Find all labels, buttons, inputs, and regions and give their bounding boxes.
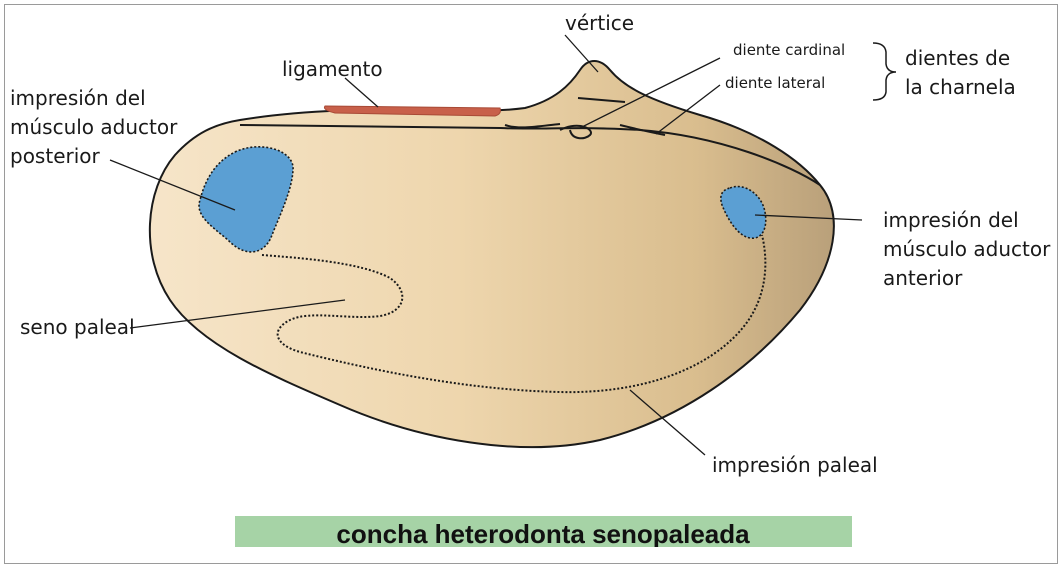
label-posterior-adductor-3: posterior [10,144,101,168]
label-hinge-teeth-1: dientes de [905,46,1010,70]
shell-diagram: vértice ligamento diente cardinal diente… [0,0,1064,547]
label-anterior-adductor-2: músculo aductor [883,237,1051,261]
label-posterior-adductor-1: impresión del [10,86,146,110]
caption-text: concha heterodonta senopaleada [336,519,750,547]
label-anterior-adductor-3: anterior [883,266,963,290]
leader-ligament [345,78,378,107]
label-anterior-adductor-1: impresión del [883,208,1019,232]
label-vertex: vértice [565,11,634,35]
hinge-teeth-brace [873,43,896,100]
label-pallial-line: impresión paleal [712,453,878,477]
label-hinge-teeth-2: la charnela [905,75,1016,99]
label-cardinal-tooth: diente cardinal [733,41,845,59]
label-posterior-adductor-2: músculo aductor [10,115,178,139]
label-ligament: ligamento [282,57,383,81]
shell-outline [150,61,834,447]
label-lateral-tooth: diente lateral [725,74,825,92]
label-pallial-sinus: seno paleal [20,315,135,339]
